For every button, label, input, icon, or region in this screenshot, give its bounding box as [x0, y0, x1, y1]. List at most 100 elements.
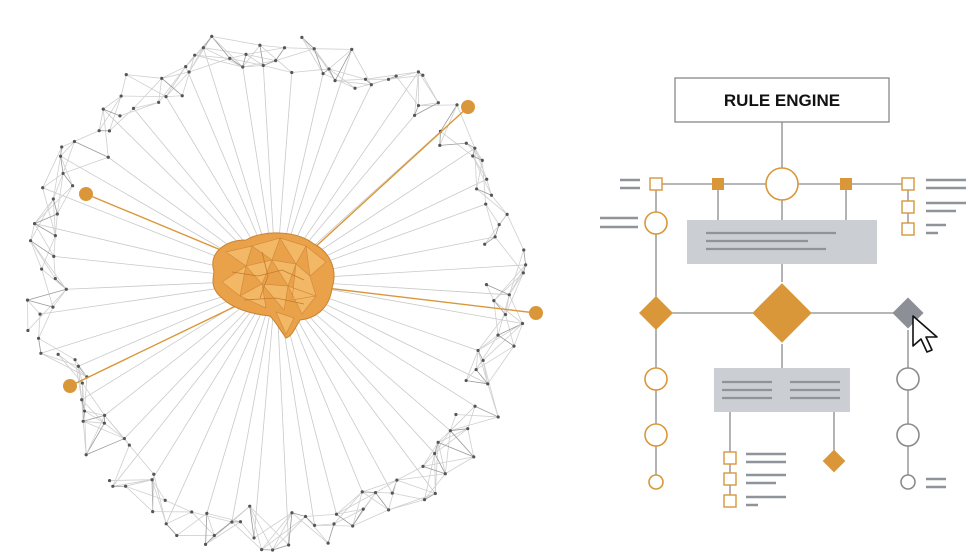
network-node [436, 101, 440, 105]
network-node [333, 79, 337, 83]
network-edge [104, 415, 125, 439]
network-edge [61, 130, 100, 148]
network-node [312, 523, 317, 527]
network-edge [434, 442, 439, 494]
network-node [493, 235, 497, 239]
network-node [474, 367, 478, 372]
network-edge [450, 405, 476, 431]
network-node [102, 421, 106, 425]
network-edge [205, 535, 215, 545]
network-edge [152, 474, 155, 512]
network-node [103, 413, 107, 417]
network-node [184, 65, 188, 69]
network-edge [229, 53, 247, 59]
network-node [150, 478, 154, 482]
network-edge [508, 249, 525, 295]
network-edge [211, 36, 244, 68]
network-edge [336, 508, 364, 515]
network-edge [275, 48, 315, 62]
network-node [274, 59, 278, 63]
network-node [287, 543, 291, 547]
network-node [228, 56, 232, 60]
rule-engine-title-box: RULE ENGINE [674, 77, 890, 123]
network-edge [185, 36, 213, 67]
network-node [290, 511, 294, 515]
network-node [363, 77, 368, 81]
network-edge [84, 410, 105, 424]
network-node [210, 34, 214, 38]
network-edge [486, 284, 495, 301]
network-edge [203, 47, 243, 68]
network-node [416, 70, 421, 74]
network-edge [62, 156, 109, 174]
rule-engine-diagram: RULE ENGINE [600, 77, 966, 508]
network-edge [34, 213, 58, 224]
network-edge [494, 236, 524, 274]
network-edge [301, 37, 324, 74]
highlighted-node [461, 100, 475, 114]
network-edge [34, 223, 56, 236]
network-node [326, 541, 330, 545]
network-node [454, 412, 458, 417]
network-edge [161, 78, 183, 97]
network-edge [305, 516, 315, 526]
network-edge [60, 141, 75, 157]
network-edge [445, 456, 474, 475]
network-edge [491, 194, 508, 215]
network-edge [362, 479, 398, 493]
network-edge [388, 493, 436, 511]
network-edge [395, 75, 419, 106]
network-edge [57, 354, 88, 378]
network-node [73, 358, 77, 362]
network-node [512, 344, 516, 348]
network-edge [245, 47, 285, 55]
network-edge [176, 513, 208, 536]
network-edge [334, 80, 372, 86]
network-edge [313, 48, 324, 74]
network-edge [487, 345, 515, 385]
network-node [40, 267, 44, 271]
network-edge [206, 512, 241, 523]
network-edge [42, 146, 63, 188]
network-edge [493, 300, 506, 315]
network-edge [30, 223, 35, 241]
network-edge [485, 203, 500, 225]
network-edge [56, 173, 64, 215]
network-edge [133, 101, 159, 109]
network-edge [188, 57, 230, 73]
network-node [163, 498, 167, 502]
network-node [521, 271, 525, 275]
network-node [438, 143, 442, 147]
network-edge [275, 47, 285, 61]
network-edge [474, 148, 488, 180]
network-node [350, 47, 354, 51]
network-node [244, 52, 248, 56]
network-edge [261, 516, 306, 550]
network-edge [98, 109, 104, 131]
network-node [190, 510, 194, 514]
network-edge [165, 66, 187, 97]
network-edge [126, 74, 162, 79]
network-edge [506, 214, 525, 251]
network-edge [27, 299, 41, 315]
network-node [361, 507, 365, 511]
network-node [471, 154, 475, 158]
network-edge [60, 156, 73, 186]
network-edge [126, 74, 167, 97]
network-edge [263, 65, 292, 73]
network-edge [120, 74, 127, 97]
network-edge [434, 453, 446, 474]
network-edge [439, 142, 467, 146]
network-edge [38, 337, 76, 361]
network-edge [396, 479, 436, 494]
rule-square [840, 178, 852, 190]
network-edge [259, 44, 285, 49]
network-edge [34, 223, 55, 257]
network-edge [121, 95, 167, 98]
network-node [151, 510, 155, 514]
network-edge [288, 512, 293, 546]
network-edge [497, 334, 515, 347]
highlighted-node [79, 187, 93, 201]
network-edge [30, 198, 54, 241]
network-node [507, 293, 511, 297]
